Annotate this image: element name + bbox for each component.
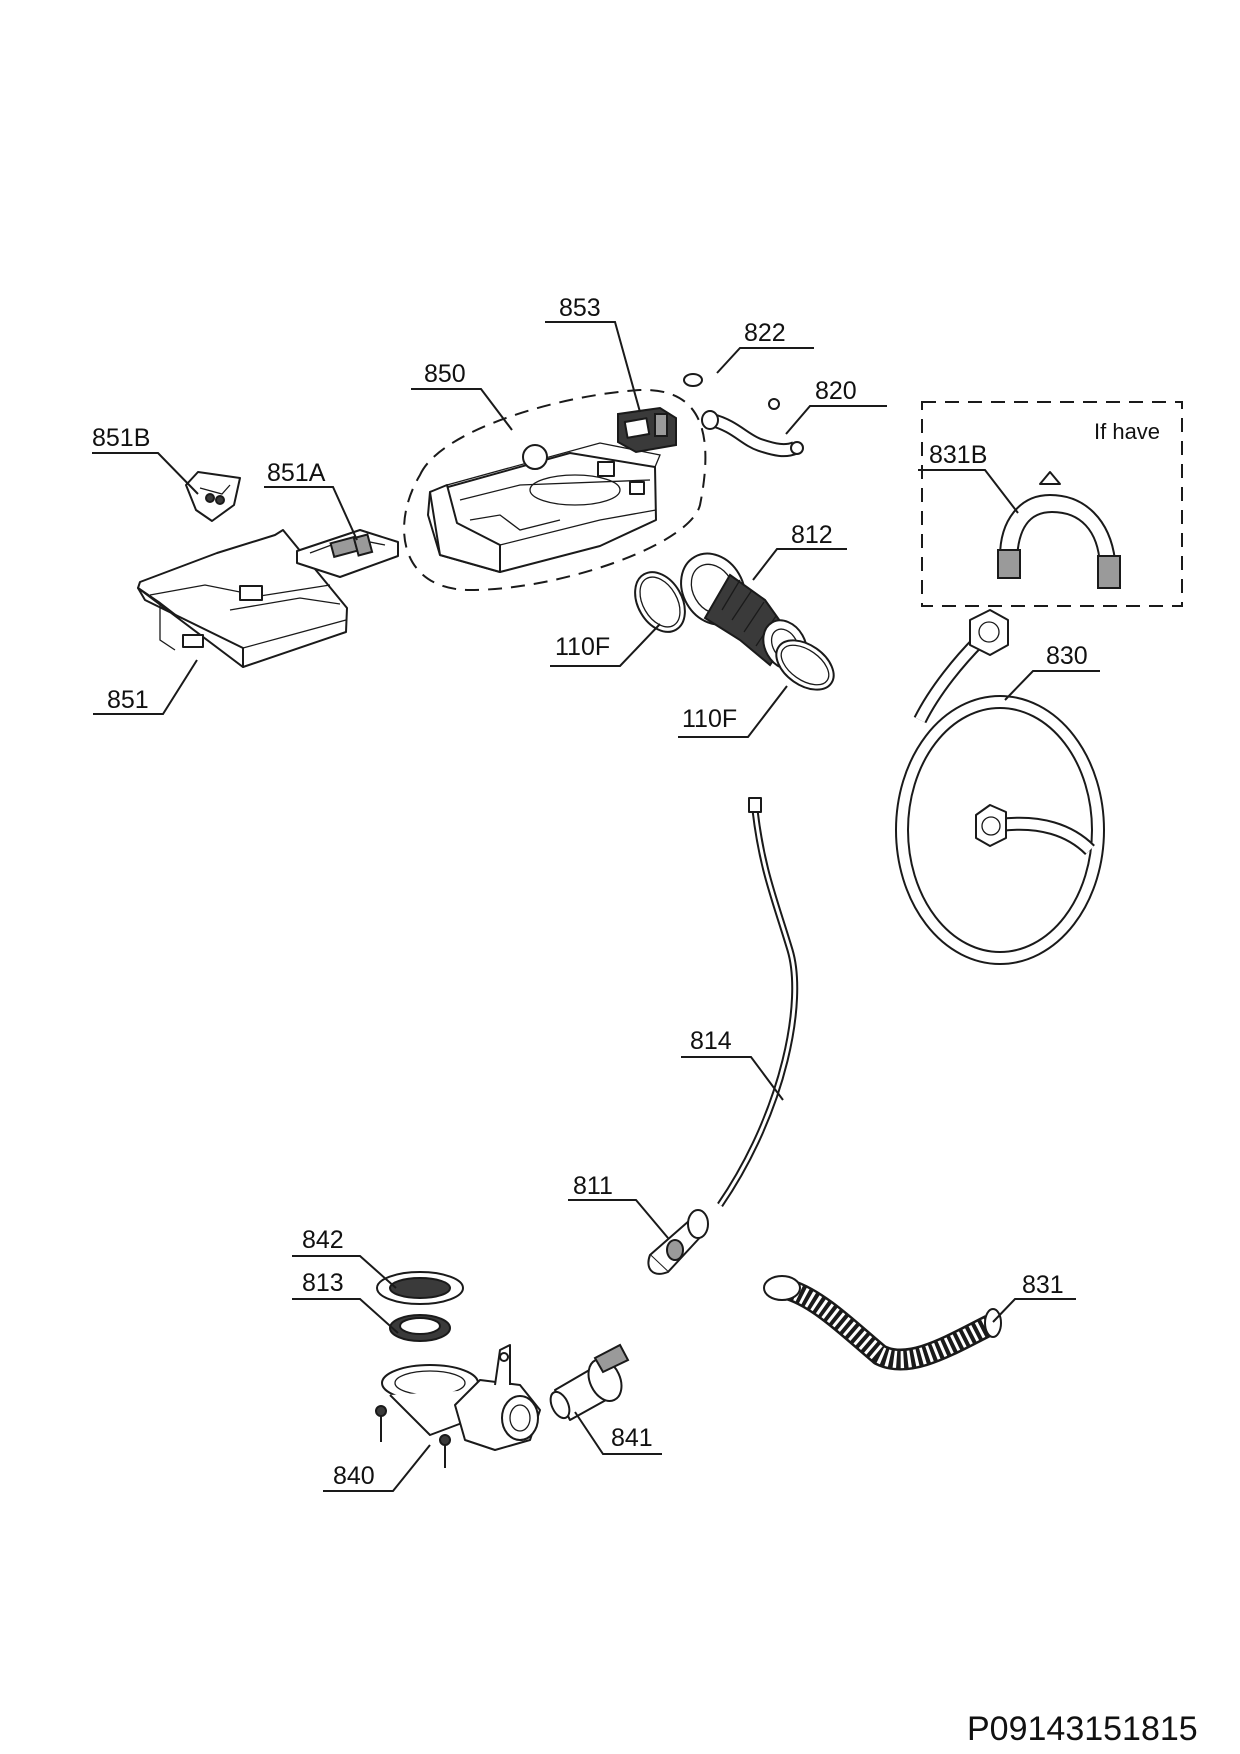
part-811-pressure-switch: [647, 1209, 709, 1275]
svg-text:851: 851: [107, 686, 149, 714]
part-851A-insert: [296, 529, 399, 578]
part-850-dispenser-housing: [403, 388, 707, 592]
svg-text:841: 841: [611, 1424, 653, 1452]
part-831-drain-hose: [763, 1275, 1002, 1371]
label-813: 813: [292, 1269, 399, 1334]
label-811: 811: [568, 1172, 669, 1239]
svg-text:811: 811: [573, 1172, 613, 1200]
part-853-valve: [617, 406, 677, 454]
svg-text:842: 842: [302, 1226, 344, 1254]
part-813-ring: [389, 1314, 451, 1342]
svg-text:814: 814: [690, 1027, 732, 1055]
label-830: 830: [1004, 642, 1100, 701]
svg-text:110F: 110F: [555, 633, 610, 661]
optional-group-note: If have: [1094, 419, 1160, 444]
label-853: 853: [545, 294, 641, 413]
part-840-drain-pump: [375, 1344, 541, 1468]
svg-text:840: 840: [333, 1462, 375, 1490]
label-851A: 851A: [264, 459, 358, 541]
label-850: 850: [411, 360, 513, 431]
label-851B: 851B: [92, 424, 199, 495]
part-842-seal: [376, 1271, 464, 1305]
svg-text:812: 812: [791, 521, 833, 549]
label-831: 831: [992, 1271, 1076, 1323]
svg-text:813: 813: [302, 1269, 344, 1297]
label-840: 840: [323, 1444, 431, 1492]
label-831B: 831B: [918, 441, 1019, 514]
svg-text:850: 850: [424, 360, 466, 388]
label-820: 820: [785, 377, 887, 435]
part-110F-ring-b: [775, 639, 835, 691]
part-851-detergent-drawer: [137, 529, 348, 668]
part-110F-ring-a: [634, 571, 686, 633]
svg-text:110F: 110F: [682, 705, 737, 733]
part-831B-hose-guide: [997, 471, 1121, 589]
svg-text:831B: 831B: [929, 441, 987, 469]
svg-text:851B: 851B: [92, 424, 150, 452]
part-820-hose: [701, 410, 804, 458]
svg-text:831: 831: [1022, 1271, 1064, 1299]
part-851B-clip: [185, 471, 241, 522]
part-814-pressure-hose: [717, 797, 799, 1207]
svg-text:853: 853: [559, 294, 601, 322]
label-851: 851: [93, 659, 198, 715]
part-841-pump-filter: [549, 1343, 630, 1421]
svg-text:822: 822: [744, 319, 786, 347]
label-822: 822: [716, 319, 814, 374]
label-814: 814: [681, 1027, 784, 1101]
label-110F-a: 110F: [550, 623, 661, 667]
svg-text:820: 820: [815, 377, 857, 405]
part-830-inlet-hose: [895, 609, 1105, 965]
label-812: 812: [752, 521, 847, 581]
part-822-hose: [683, 373, 780, 410]
svg-text:830: 830: [1046, 642, 1088, 670]
svg-text:851A: 851A: [267, 459, 326, 487]
document-id: P09143151815: [967, 1710, 1198, 1748]
label-842: 842: [292, 1226, 397, 1289]
label-841: 841: [574, 1411, 662, 1455]
label-110F-b: 110F: [678, 685, 788, 738]
